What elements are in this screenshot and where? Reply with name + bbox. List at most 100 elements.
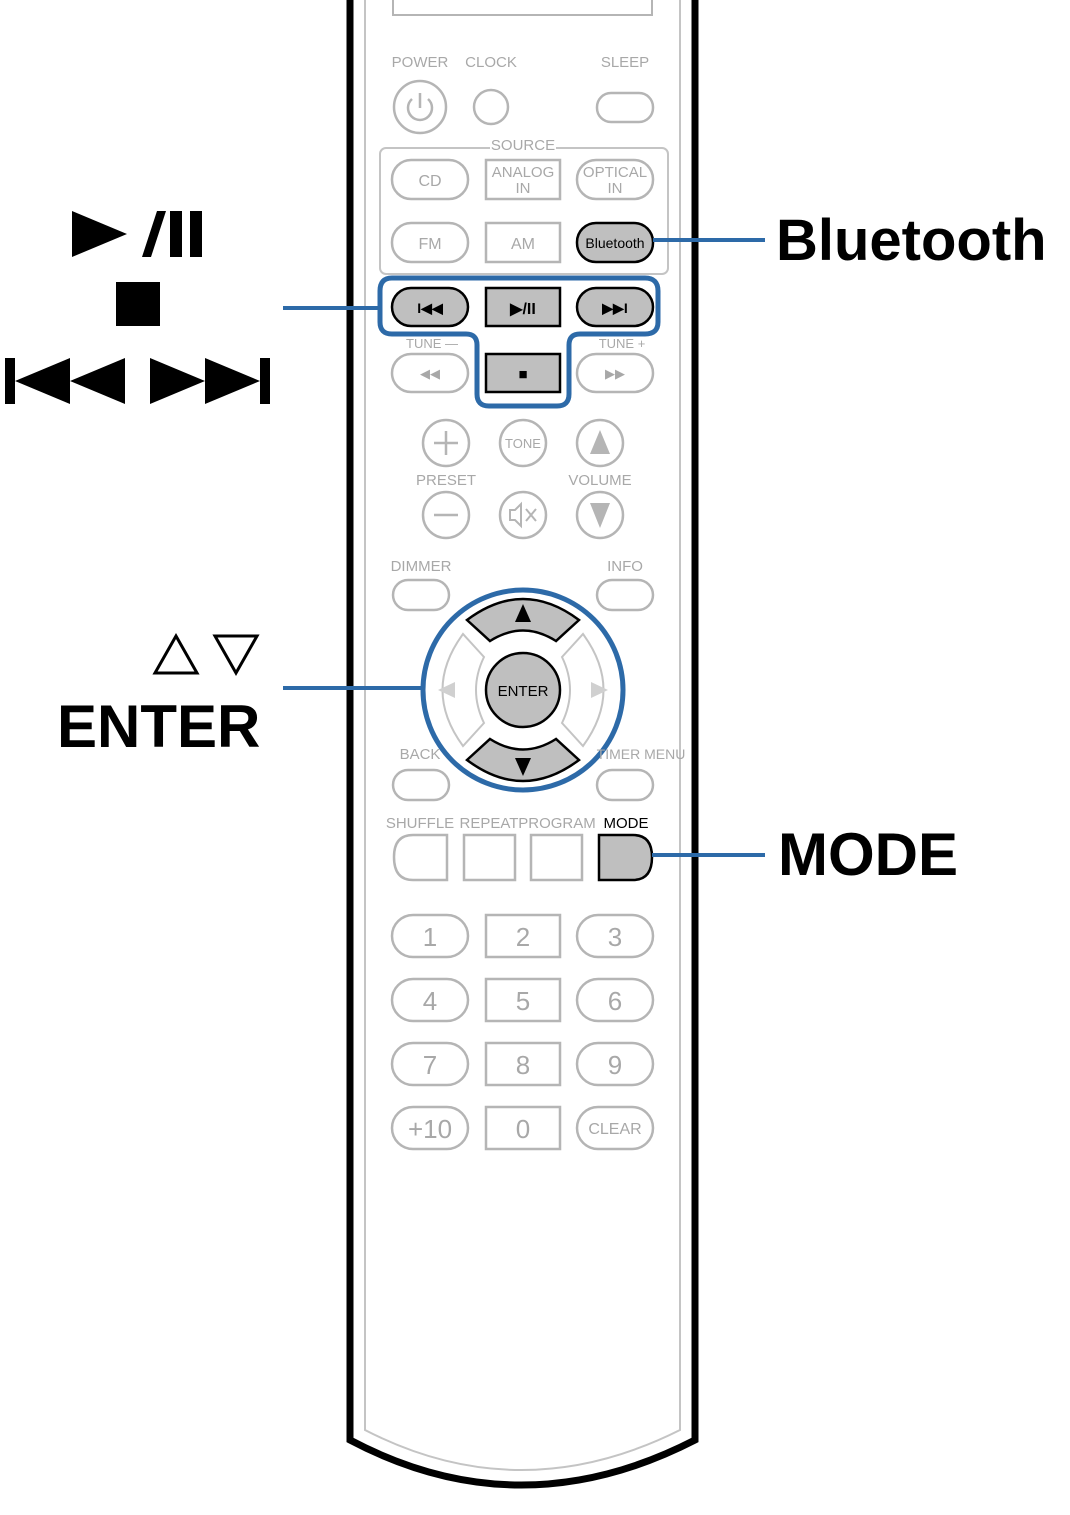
key-label: 9	[608, 1050, 622, 1080]
key-label: 0	[516, 1114, 530, 1144]
key-label: 6	[608, 986, 622, 1016]
source-label: SOURCE	[491, 137, 555, 154]
volume-down-button[interactable]	[575, 490, 625, 540]
skip-callout-icon	[5, 358, 270, 404]
play-pause-button[interactable]	[484, 286, 562, 328]
key-6-button[interactable]	[575, 977, 655, 1023]
key-label: 8	[516, 1050, 530, 1080]
analog-in-label-1: ANALOG	[492, 164, 555, 181]
power-icon	[406, 98, 434, 122]
timer-menu-button[interactable]	[595, 768, 655, 802]
power-label: POWER	[392, 54, 449, 71]
up-down-callout-icon	[152, 632, 260, 677]
key-0-button[interactable]	[484, 1105, 562, 1151]
key-label: CLEAR	[588, 1121, 641, 1138]
tune-plus-label: TUNE +	[599, 336, 646, 351]
mute-button[interactable]	[498, 490, 548, 540]
bluetooth-callout: Bluetooth	[776, 208, 1047, 273]
mode-callout: MODE	[778, 821, 958, 888]
bluetooth-button-label: Bluetooth	[585, 235, 644, 251]
nav-down-arrow-icon	[515, 758, 531, 776]
key-label: 4	[423, 986, 437, 1016]
next-track-button[interactable]	[575, 286, 655, 328]
analog-in-label-2: IN	[516, 180, 531, 197]
enter-callout: ENTER	[57, 693, 261, 760]
tone-button[interactable]	[498, 418, 548, 468]
am-label: AM	[511, 236, 535, 253]
stop-button-label: ■	[518, 366, 527, 383]
key-label: 2	[516, 922, 530, 952]
volume-label: VOLUME	[568, 472, 631, 489]
timer-menu-label: TIMER MENU	[597, 746, 686, 762]
mode-button[interactable]	[597, 833, 654, 882]
rewind-label: ◀◀	[420, 366, 440, 381]
dimmer-label: DIMMER	[391, 558, 452, 575]
triangle-up-icon	[590, 430, 610, 454]
optical-in-label-1: OPTICAL	[583, 164, 647, 181]
key-3-button[interactable]	[575, 913, 655, 959]
stop-callout-icon	[116, 282, 160, 326]
preset-up-button[interactable]	[421, 418, 471, 468]
tone-label: TONE	[505, 436, 541, 451]
key-label: 1	[423, 922, 437, 952]
program-label: PROGRAM	[518, 815, 596, 832]
nav-left-button[interactable]	[441, 632, 486, 748]
nav-left-arrow-icon	[438, 682, 455, 698]
key-7-button[interactable]	[390, 1041, 470, 1087]
key-1-button[interactable]	[390, 913, 470, 959]
info-label: INFO	[607, 558, 643, 575]
info-button[interactable]	[595, 578, 655, 612]
preset-down-button[interactable]	[421, 490, 471, 540]
repeat-button[interactable]	[462, 833, 517, 882]
volume-up-button[interactable]	[575, 418, 625, 468]
play-pause-callout-icon	[72, 211, 202, 257]
prev-track-button[interactable]	[390, 286, 470, 328]
play-pause-button-label: ▶/II	[509, 301, 536, 318]
cd-button[interactable]	[390, 158, 470, 201]
stop-button[interactable]	[484, 352, 562, 394]
key-label: 5	[516, 986, 530, 1016]
dimmer-button[interactable]	[391, 578, 451, 612]
forward-label: ▶▶	[605, 366, 625, 381]
key-5-button[interactable]	[484, 977, 562, 1023]
back-label: BACK	[400, 746, 441, 763]
shuffle-button[interactable]	[392, 833, 449, 882]
plus-icon	[434, 431, 458, 455]
sleep-label: SLEEP	[601, 54, 649, 71]
program-button[interactable]	[529, 833, 584, 882]
clock-label: CLOCK	[465, 54, 517, 71]
analog-in-button[interactable]	[484, 158, 562, 201]
forward-button[interactable]	[575, 352, 655, 394]
key-label: 7	[423, 1050, 437, 1080]
enter-button[interactable]	[484, 651, 562, 729]
key-2-button[interactable]	[484, 913, 562, 959]
am-button[interactable]	[484, 221, 562, 264]
preset-label: PRESET	[416, 472, 476, 489]
rewind-button[interactable]	[390, 352, 470, 394]
mute-icon	[509, 501, 537, 529]
number-pad: 1 2 3 4 5 6 7 8 9 +10 0 CLEAR	[390, 913, 655, 1151]
optical-in-label-2: IN	[608, 180, 623, 197]
triangle-down-icon	[590, 503, 610, 528]
next-track-label: ▶▶I	[601, 300, 627, 316]
key-8-button[interactable]	[484, 1041, 562, 1087]
key-label: +10	[408, 1114, 452, 1144]
key-plus10-button[interactable]	[390, 1105, 470, 1151]
nav-right-button[interactable]	[560, 632, 605, 748]
enter-button-label: ENTER	[498, 683, 549, 700]
bluetooth-button[interactable]	[575, 221, 655, 264]
key-9-button[interactable]	[575, 1041, 655, 1087]
key-4-button[interactable]	[390, 977, 470, 1023]
power-button[interactable]	[392, 79, 448, 135]
shuffle-label: SHUFFLE	[386, 815, 454, 832]
sleep-button[interactable]	[595, 91, 655, 124]
optical-in-button[interactable]	[575, 158, 655, 201]
fm-button[interactable]	[390, 221, 470, 264]
nav-up-arrow-icon	[515, 604, 531, 622]
back-button[interactable]	[391, 768, 451, 802]
remote-body-inner	[364, 0, 681, 1471]
key-label: 3	[608, 922, 622, 952]
key-clear-button[interactable]	[575, 1105, 655, 1151]
clock-button[interactable]	[472, 88, 510, 126]
